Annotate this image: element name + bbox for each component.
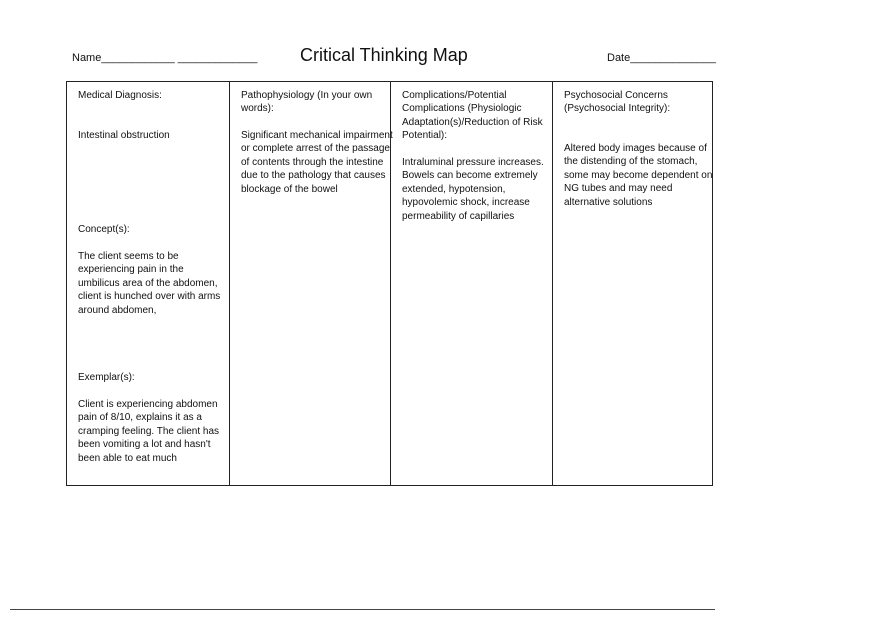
- psychosocial-column: Psychosocial Concerns (Psychosocial Inte…: [552, 82, 712, 485]
- psychosocial-value: Altered body images because of the diste…: [564, 143, 713, 208]
- pathophysiology-column: Pathophysiology (In your own words): Sig…: [229, 82, 393, 485]
- medical-diagnosis-label: Medical Diagnosis:: [78, 90, 162, 101]
- date-field-label: Date______________: [607, 52, 716, 64]
- exemplars-value: Client is experiencing abdomen pain of 8…: [78, 399, 220, 464]
- exemplars-label: Exemplar(s):: [78, 372, 135, 383]
- concepts-label: Concept(s):: [78, 224, 130, 235]
- complications-label: Complications/Potential Complications (P…: [402, 90, 543, 142]
- page-title: Critical Thinking Map: [300, 45, 468, 65]
- pathophysiology-label: Pathophysiology (In your own words):: [241, 90, 373, 115]
- psychosocial-label: Psychosocial Concerns (Psychosocial Inte…: [564, 90, 671, 115]
- concepts-value: The client seems to be experiencing pain…: [78, 251, 221, 316]
- complications-column: Complications/Potential Complications (P…: [390, 82, 552, 485]
- complications-value: Intraluminal pressure increases. Bowels …: [402, 157, 544, 222]
- name-field-label: Name____________ _____________: [72, 52, 258, 64]
- critical-thinking-map-table: Medical Diagnosis: Intestinal obstructio…: [66, 81, 713, 486]
- footer-divider: [10, 609, 715, 610]
- medical-diagnosis-value: Intestinal obstruction: [78, 130, 170, 141]
- pathophysiology-value: Significant mechanical impairment or com…: [241, 130, 393, 195]
- diagnosis-column: Medical Diagnosis: Intestinal obstructio…: [67, 82, 229, 485]
